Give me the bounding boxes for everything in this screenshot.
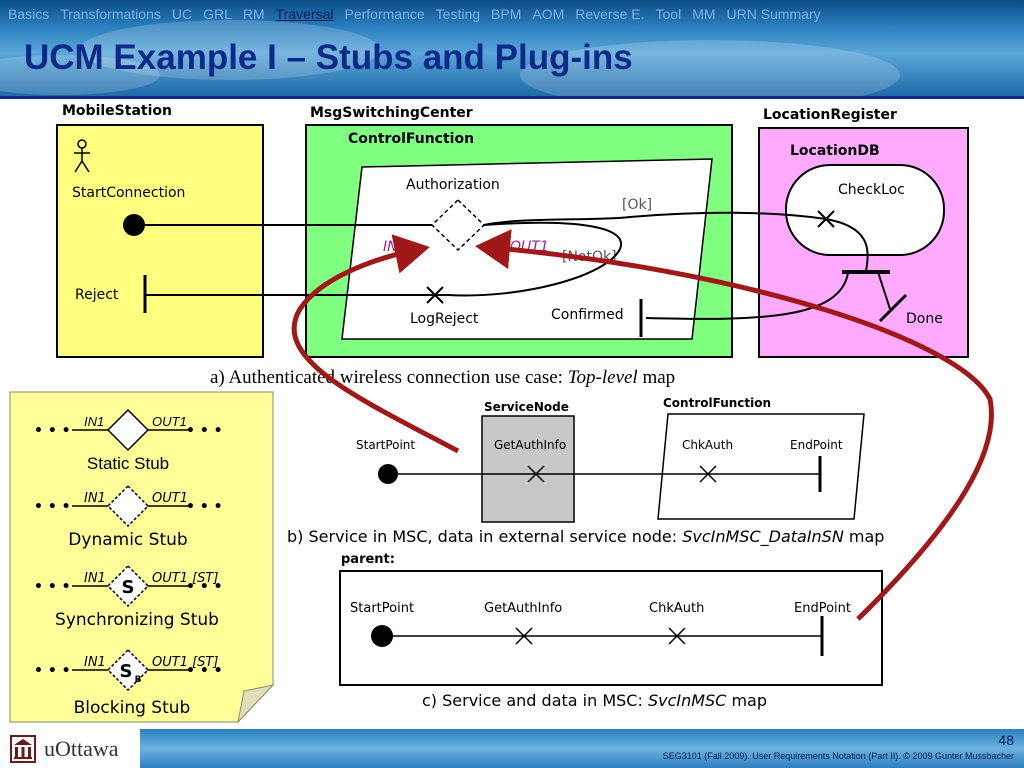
header-banner: Basics Transformations UC GRL RM Traversal Per… — [0, 0, 1024, 96]
reject-label: Reject — [75, 287, 119, 303]
start-connection-label: StartConnection — [72, 185, 185, 201]
b-getauthinfo-label: GetAuthInfo — [494, 438, 566, 452]
cross-logreject — [426, 286, 444, 304]
blocking-in-label: IN1 — [84, 655, 106, 670]
nav-bar: Basics Transformations UC GRL RM Traversal Per… — [8, 6, 821, 22]
legend-dots-left: • • • — [34, 423, 71, 439]
nav-item-testing[interactable]: Testing — [435, 6, 481, 22]
ok-label: [Ok] — [622, 197, 652, 213]
c-chkauth-label: ChkAuth — [649, 601, 704, 616]
authorization-dynamic-stub — [430, 198, 486, 252]
static-in-label: IN1 — [84, 414, 104, 429]
static-stub-label: Static Stub — [87, 454, 169, 473]
c-cross-chkauth — [668, 627, 686, 645]
blocking-stub-label: Blocking Stub — [74, 698, 191, 718]
legend-dots-left: • • • — [34, 579, 71, 595]
blocking-stub-letter: S — [120, 661, 133, 682]
mobilestation-box — [56, 124, 264, 358]
nav-item-aom[interactable]: AOM — [532, 6, 565, 22]
legend-dots-right: • • • — [186, 663, 223, 679]
map-c-box — [339, 570, 883, 686]
legend-dots-right: • • • — [186, 499, 223, 515]
b-startpoint-label: StartPoint — [356, 438, 415, 452]
nav-item-traversal[interactable]: Traversal — [275, 6, 334, 22]
done-label: Done — [906, 311, 943, 327]
uottawa-crest-icon — [10, 734, 36, 763]
legend-dots-left: • • • — [34, 499, 71, 515]
servicenode-title: ServiceNode — [484, 400, 569, 414]
nav-item-rm[interactable]: RM — [242, 6, 265, 22]
controlfunction-b-component — [657, 413, 865, 520]
dynamic-in-label: IN1 — [84, 491, 106, 506]
servicenode-box — [481, 415, 575, 523]
c-startpoint-label: StartPoint — [350, 601, 414, 616]
c-endpoint-label: EndPoint — [794, 601, 851, 616]
locationdb-component — [785, 164, 945, 256]
nav-item-uc[interactable]: UC — [171, 6, 193, 22]
b-cross-getauthinfo — [527, 465, 545, 483]
controlfunction-title: ControlFunction — [348, 131, 474, 147]
title-rule — [0, 96, 1024, 99]
b-chkauth-label: ChkAuth — [682, 438, 733, 452]
sync-stub-diamond — [106, 564, 150, 608]
start-connection-point — [123, 214, 145, 236]
caption-b: b) Service in MSC, data in external serv… — [287, 527, 884, 547]
sync-stub-letter: S — [122, 577, 135, 598]
sync-stub-label: Synchronizing Stub — [55, 610, 219, 630]
actor-icon — [74, 139, 90, 173]
nav-item-basics[interactable]: Basics — [8, 6, 50, 22]
nav-item-bpm[interactable]: BPM — [491, 6, 522, 22]
checkloc-label: CheckLoc — [838, 182, 905, 198]
locationdb-title: LocationDB — [790, 143, 880, 159]
blocking-stub-diamond — [106, 648, 150, 692]
authorization-label: Authorization — [406, 177, 500, 193]
nav-item-reverse-e[interactable]: Reverse E. — [575, 6, 645, 22]
ucm-diagram: MobileStation StartConnection Reject Msg… — [9, 103, 994, 724]
page-title: UCM Example I – Stubs and Plug-ins — [24, 38, 633, 77]
dynamic-stub-label: Dynamic Stub — [68, 530, 187, 550]
mobilestation-title: MobileStation — [62, 103, 172, 119]
logreject-label: LogReject — [410, 311, 479, 327]
static-out-label: OUT1 — [152, 414, 187, 429]
blocking-stub-subscript: B — [135, 675, 142, 685]
c-cross-getauthinfo — [515, 627, 533, 645]
legend-dots-left: • • • — [34, 663, 71, 679]
c-getauthinfo-label: GetAuthInfo — [484, 601, 562, 616]
parent-label: parent: — [341, 552, 395, 567]
nav-item-performance[interactable]: Performance — [344, 6, 425, 22]
plugin-arrow-b — [291, 234, 460, 454]
b-start-point — [378, 464, 398, 484]
sync-out-label: OUT1 [ST] — [152, 571, 218, 586]
uottawa-logo: uOttawa — [0, 729, 140, 768]
page-number: 48 — [998, 732, 1014, 748]
top-map-paths — [145, 211, 908, 323]
caption-a: a) Authenticated wireless connection use… — [210, 367, 675, 388]
nav-item-tool[interactable]: Tool — [655, 6, 682, 22]
plugin-arrow-c — [475, 229, 994, 621]
dynamic-out-label: OUT1 — [152, 491, 188, 506]
confirmed-label: Confirmed — [551, 307, 624, 323]
static-stub-diamond — [106, 408, 150, 452]
legend-note-fold — [237, 684, 275, 724]
footer-bar: uOttawa 48 SEG3101 (Fall 2009). User Req… — [0, 729, 1024, 768]
legend-dots-right: • • • — [186, 579, 223, 595]
caption-c: c) Service and data in MSC: SvcInMSC map — [422, 691, 767, 710]
cross-checkloc — [817, 210, 835, 228]
nav-item-transformations[interactable]: Transformations — [60, 6, 161, 22]
locationregister-title: LocationRegister — [763, 107, 897, 123]
nav-item-grl[interactable]: GRL — [203, 6, 232, 22]
legend-dots-right: • • • — [186, 423, 223, 439]
dynamic-stub-diamond — [106, 484, 150, 528]
uottawa-wordmark: uOttawa — [44, 735, 119, 761]
blocking-out-label: OUT1 [ST] — [152, 655, 218, 670]
nav-item-mm[interactable]: MM — [692, 6, 716, 22]
b-cross-chkauth — [699, 465, 717, 483]
b-endpoint-label: EndPoint — [790, 438, 843, 452]
footer-note: SEG3101 (Fall 2009). User Requirements N… — [662, 751, 1014, 761]
sync-in-label: IN1 — [84, 571, 106, 586]
nav-item-urn-summary[interactable]: URN Summary — [726, 6, 821, 22]
controlfunction-b-title: ControlFunction — [663, 396, 771, 410]
c-start-point — [371, 625, 393, 647]
msc-title: MsgSwitchingCenter — [310, 105, 473, 121]
